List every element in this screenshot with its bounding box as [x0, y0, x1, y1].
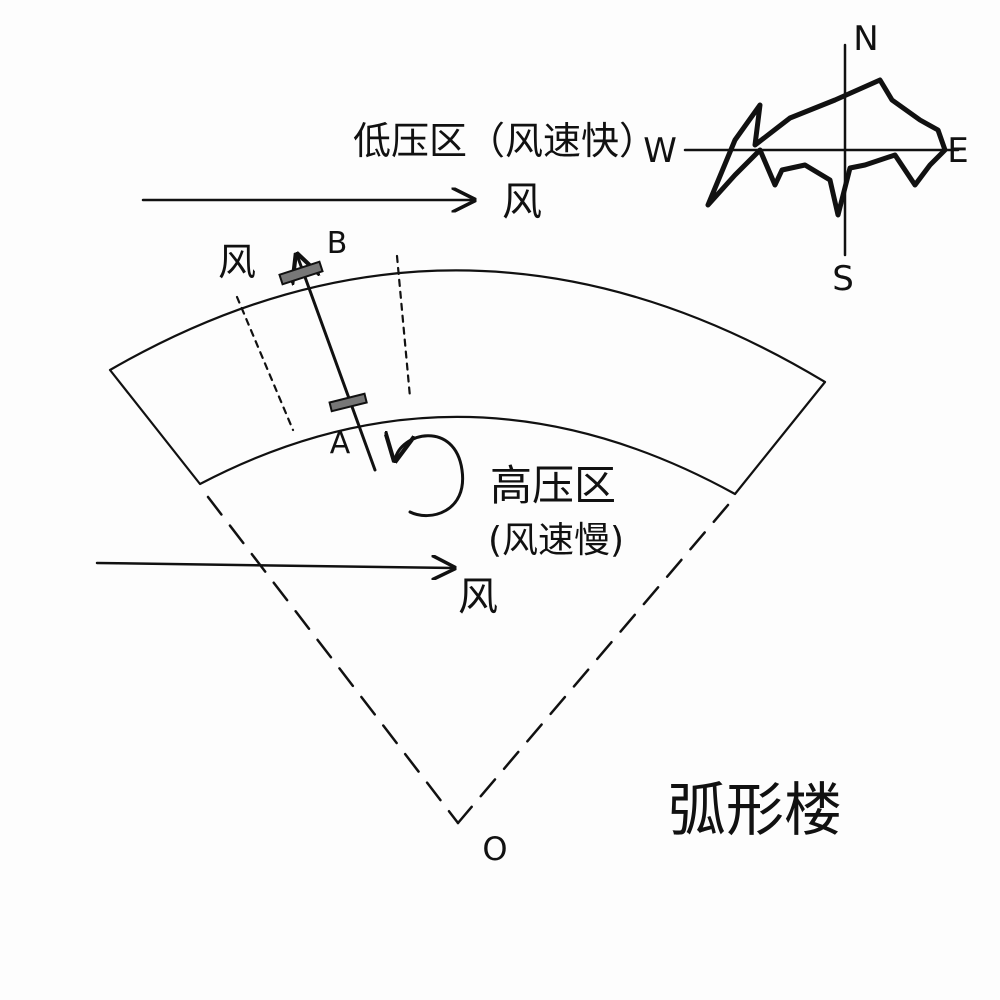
building-partition-right	[395, 254, 412, 399]
map-silhouette	[705, 77, 948, 218]
wind-arrow-top: 风	[141, 179, 542, 225]
compass-south: S	[832, 259, 854, 299]
compass-west: W	[643, 131, 677, 171]
airflow-path: A B 风	[218, 226, 377, 472]
opening-a	[328, 392, 368, 413]
wind-bottom-label: 风	[458, 574, 498, 620]
radial-lines: O	[206, 495, 730, 868]
wind-top-label: 风	[502, 179, 542, 225]
opening-b	[278, 260, 324, 286]
compass-rose: N S W E	[643, 19, 969, 299]
curved-building	[108, 254, 827, 496]
vortex-swirl-icon	[395, 436, 465, 517]
high-pressure-label: 高压区 (风速慢)	[488, 461, 624, 561]
building-outline	[108, 269, 827, 496]
high-pressure-subtitle: (风速慢)	[488, 520, 624, 561]
center-o-label: O	[482, 830, 507, 868]
building-partition-left	[235, 295, 295, 432]
wind-left-label: 风	[218, 240, 256, 284]
low-pressure-label: 低压区（风速快）	[353, 119, 657, 163]
compass-east: E	[947, 131, 968, 171]
radial-left	[206, 495, 460, 825]
wind-arrow-bottom: 风	[95, 563, 498, 620]
point-b-label: B	[327, 226, 348, 261]
high-pressure-title: 高压区	[490, 461, 616, 510]
point-a-label: A	[330, 426, 351, 461]
diagram-caption: 弧形楼	[668, 776, 842, 844]
compass-north: N	[853, 19, 878, 59]
